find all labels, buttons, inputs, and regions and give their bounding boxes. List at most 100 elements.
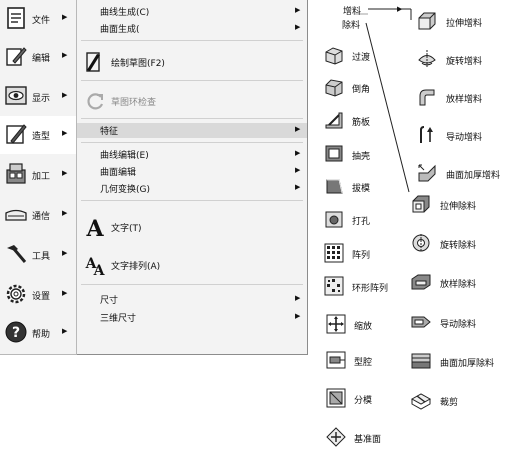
submenu-item-curve-edit[interactable]: 曲线编辑(E) ▶ bbox=[77, 147, 307, 162]
text-icon: A bbox=[83, 215, 107, 242]
thicken-add-icon[interactable] bbox=[416, 162, 438, 184]
tile-label: 分模 bbox=[354, 396, 373, 406]
submenu-item-label: 尺寸 bbox=[100, 296, 119, 306]
chevron-right-icon: ▶ bbox=[62, 327, 68, 335]
cavity-icon[interactable] bbox=[325, 349, 347, 371]
submenu-item-label: 曲线编辑(E) bbox=[100, 151, 149, 161]
menu-item-file[interactable]: 文件 ▶ bbox=[0, 0, 76, 38]
revolve-add-icon[interactable] bbox=[416, 48, 438, 70]
tile-label: 曲面加厚增料 bbox=[446, 171, 501, 181]
submenu-item-label: 三维尺寸 bbox=[100, 314, 137, 324]
scale-icon[interactable] bbox=[325, 313, 347, 335]
submenu-item-sketch[interactable]: 绘制草图(F2) bbox=[77, 47, 307, 77]
submenu-item-dimension[interactable]: 尺寸 ▶ bbox=[77, 292, 307, 307]
menu-item-label: 帮助 bbox=[32, 330, 51, 340]
submenu-item-label: 文字排列(A) bbox=[111, 262, 161, 272]
fillet-icon[interactable] bbox=[323, 44, 345, 66]
extrude-add-icon[interactable] bbox=[416, 10, 438, 32]
remove-material-label[interactable]: 除料 bbox=[342, 21, 361, 31]
tile-label: 筋板 bbox=[352, 118, 371, 128]
menu-item-label: 加工 bbox=[32, 172, 51, 182]
pencil-box-icon bbox=[4, 122, 28, 146]
add-material-label[interactable]: 增料 bbox=[343, 7, 362, 17]
submenu-item-label: 绘制草图(F2) bbox=[111, 59, 165, 69]
extrude-cut-icon[interactable] bbox=[410, 193, 432, 215]
hole-icon[interactable] bbox=[323, 208, 345, 230]
edit-icon bbox=[4, 44, 28, 68]
tile-label: 导动增料 bbox=[446, 133, 483, 143]
trim-icon[interactable] bbox=[410, 389, 432, 411]
refresh-icon bbox=[83, 89, 107, 113]
chamfer-icon[interactable] bbox=[323, 76, 345, 98]
submenu-item-curve-gen[interactable]: 曲线生成(C) ▶ bbox=[77, 4, 307, 19]
shell-icon[interactable] bbox=[323, 142, 345, 164]
svg-text:A: A bbox=[85, 216, 104, 239]
separator bbox=[81, 40, 303, 41]
rib-icon[interactable] bbox=[323, 109, 345, 131]
submenu-item-label: 特征 bbox=[100, 127, 119, 137]
tile-label: 环形阵列 bbox=[352, 284, 389, 294]
chevron-right-icon: ▶ bbox=[62, 13, 68, 21]
sketch-pen-icon bbox=[83, 50, 107, 74]
menu-item-label: 造型 bbox=[32, 132, 51, 142]
menu-item-label: 编辑 bbox=[32, 54, 51, 64]
submenu-item-feature[interactable]: 特征 ▶ bbox=[77, 123, 307, 138]
tile-label: 拔模 bbox=[352, 184, 371, 194]
menu-item-help[interactable]: ? 帮助 ▶ bbox=[0, 314, 76, 352]
menu-item-communication[interactable]: 通信 ▶ bbox=[0, 196, 76, 234]
gear-icon bbox=[4, 282, 28, 306]
draft-icon[interactable] bbox=[323, 175, 345, 197]
separator bbox=[81, 142, 303, 143]
chevron-right-icon: ▶ bbox=[62, 129, 68, 137]
submenu-item-sketch-check[interactable]: 草图环检查 bbox=[77, 86, 307, 116]
submenu-item-surface-gen[interactable]: 曲面生成( ▶ bbox=[77, 21, 307, 36]
menu-item-label: 工具 bbox=[32, 252, 51, 262]
circular-array-icon[interactable] bbox=[323, 275, 345, 297]
file-icon bbox=[4, 6, 28, 30]
tile-label: 放样除料 bbox=[440, 280, 477, 290]
svg-text:?: ? bbox=[12, 325, 20, 341]
separator bbox=[81, 118, 303, 119]
menu-item-label: 文件 bbox=[32, 16, 51, 26]
menu-item-settings[interactable]: 设置 ▶ bbox=[0, 276, 76, 314]
tile-label: 抽壳 bbox=[352, 152, 371, 162]
separator bbox=[81, 80, 303, 81]
chevron-right-icon: ▶ bbox=[295, 6, 301, 14]
svg-text:A: A bbox=[85, 256, 98, 272]
submenu-item-label: 几何变换(G) bbox=[100, 185, 150, 195]
menu-item-machining[interactable]: 加工 ▶ bbox=[0, 156, 76, 194]
svg-text:A: A bbox=[93, 263, 106, 277]
chevron-right-icon: ▶ bbox=[295, 149, 301, 157]
submenu-item-label: 曲面编辑 bbox=[100, 168, 137, 178]
revolve-cut-icon[interactable] bbox=[410, 232, 432, 254]
sweep-add-icon[interactable] bbox=[416, 124, 438, 146]
loft-add-icon[interactable] bbox=[416, 86, 438, 108]
tile-label: 拉伸增料 bbox=[446, 19, 483, 29]
submenu-item-surface-edit[interactable]: 曲面编辑 ▶ bbox=[77, 164, 307, 179]
menu-item-modeling[interactable]: 造型 ▶ bbox=[0, 116, 76, 154]
hammer-icon bbox=[4, 242, 28, 266]
menu-item-view[interactable]: 显示 ▶ bbox=[0, 78, 76, 116]
submenu-item-geo-transform[interactable]: 几何变换(G) ▶ bbox=[77, 181, 307, 196]
thicken-cut-icon[interactable] bbox=[410, 350, 432, 372]
sweep-cut-icon[interactable] bbox=[410, 311, 432, 333]
parting-icon[interactable] bbox=[325, 387, 347, 409]
tile-label: 过渡 bbox=[352, 53, 371, 63]
main-menu: 文件 ▶ 编辑 ▶ 显示 ▶ 造型 ▶ 加工 ▶ 通信 ▶ bbox=[0, 0, 77, 355]
submenu-item-text[interactable]: A 文字(T) bbox=[77, 212, 307, 242]
tile-label: 打孔 bbox=[352, 217, 371, 227]
chevron-right-icon: ▶ bbox=[295, 125, 301, 133]
menu-item-tools[interactable]: 工具 ▶ bbox=[0, 236, 76, 274]
tile-label: 型腔 bbox=[354, 358, 373, 368]
tile-label: 导动除料 bbox=[440, 320, 477, 330]
array-icon[interactable] bbox=[323, 242, 345, 264]
tile-label: 拉伸除料 bbox=[440, 202, 477, 212]
submenu-item-dim3d[interactable]: 三维尺寸 ▶ bbox=[77, 310, 307, 325]
datum-plane-icon[interactable] bbox=[325, 426, 347, 448]
loft-cut-icon[interactable] bbox=[410, 271, 432, 293]
menu-item-edit[interactable]: 编辑 ▶ bbox=[0, 38, 76, 76]
chevron-right-icon: ▶ bbox=[62, 51, 68, 59]
